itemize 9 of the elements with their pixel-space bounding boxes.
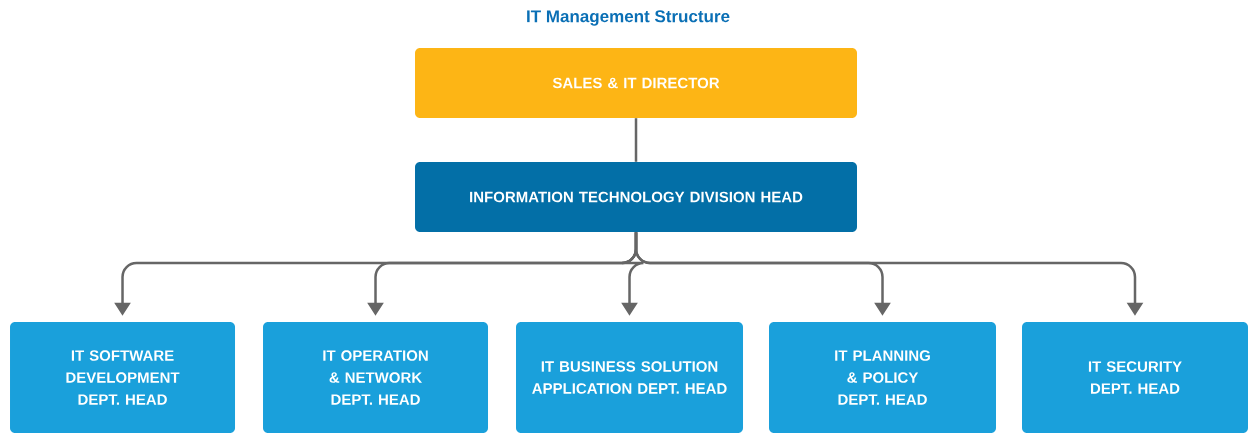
director-box: SALES & IT DIRECTOR (415, 48, 857, 118)
department-box: IT SOFTWARE DEVELOPMENT DEPT. HEAD (10, 322, 235, 433)
department-box: IT OPERATION & NETWORK DEPT. HEAD (263, 322, 488, 433)
department-box: IT BUSINESS SOLUTION APPLICATION DEPT. HEAD (516, 322, 743, 433)
department-box: IT SECURITY DEPT. HEAD (1022, 322, 1248, 433)
title: IT Management Structure (527, 10, 730, 26)
connector-line (634, 118, 638, 162)
division-head-box: INFORMATION TECHNOLOGY DIVISION HEAD (415, 162, 857, 232)
department-box: IT PLANNING & POLICY DEPT. HEAD (769, 322, 996, 433)
